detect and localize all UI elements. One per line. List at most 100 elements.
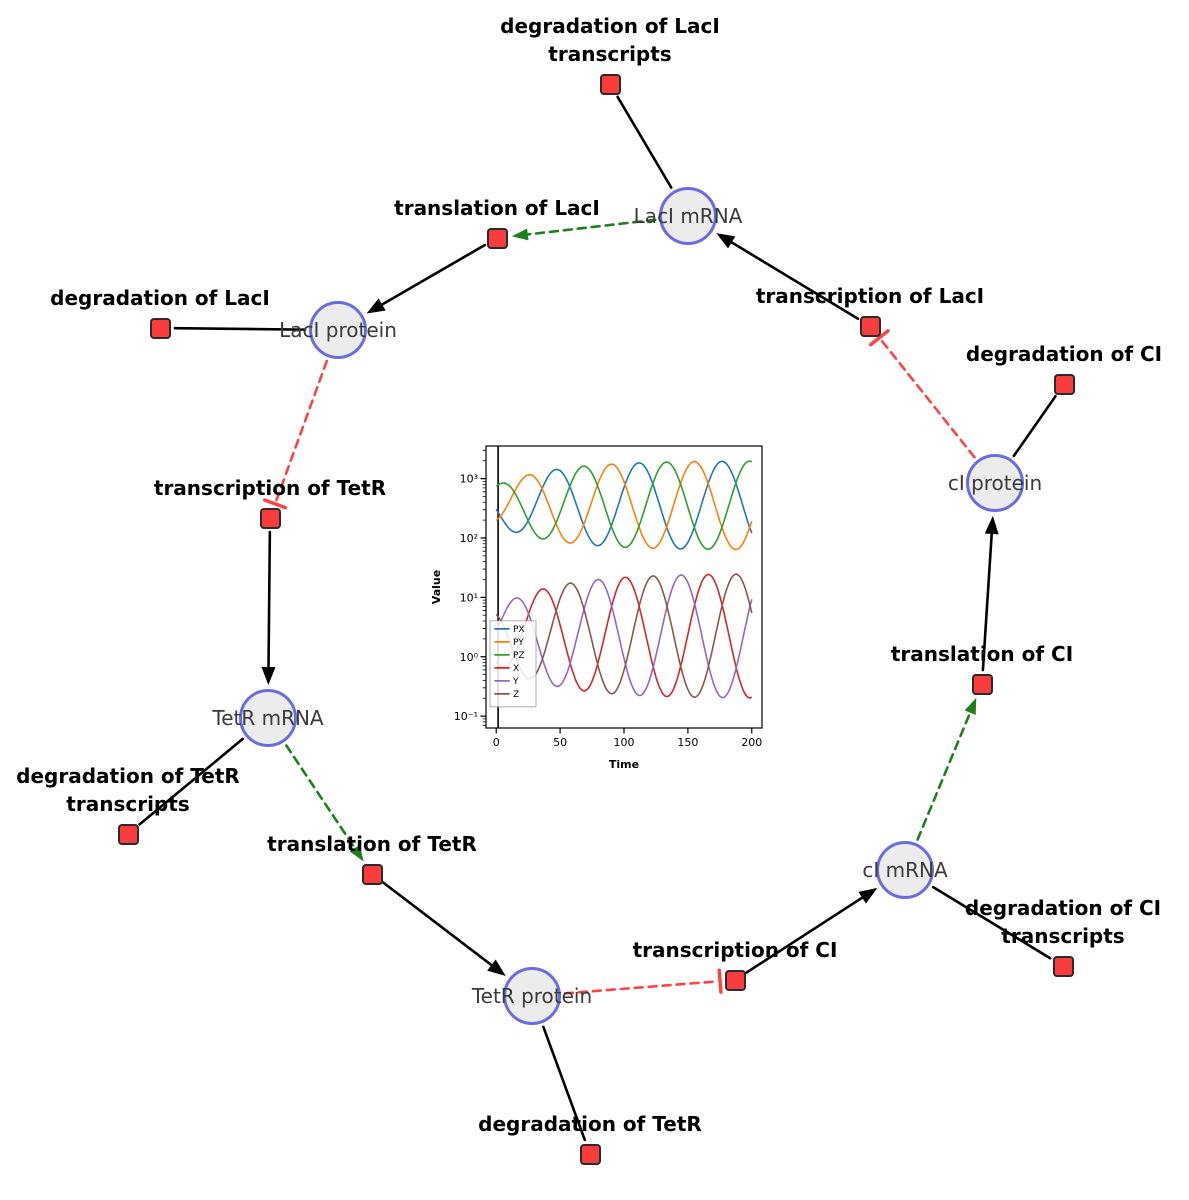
reaction-label-line: degradation of CI — [964, 896, 1162, 920]
species-node-tetR_protein[interactable] — [503, 967, 561, 1025]
species-label-tetR_protein: TetR protein — [471, 984, 593, 1008]
reaction-label-txn_tetR: transcription of TetR — [154, 474, 386, 502]
reaction-label-transl_tetR: translation of TetR — [267, 830, 477, 858]
x-tick-label: 50 — [553, 736, 567, 749]
edge-inhibition-tetR_protein-txn_cI — [563, 968, 723, 995]
reaction-label-deg_cI: degradation of CI — [966, 340, 1162, 368]
y-tick-label: 10⁻¹ — [454, 710, 478, 723]
legend-label-PZ: PZ — [513, 651, 525, 661]
chart-legend — [489, 620, 537, 708]
edge-consumption-cI_protein-deg_cI — [1012, 395, 1057, 458]
inhibition-tbar-icon — [263, 498, 288, 510]
reaction-node-transl_cI[interactable] — [971, 673, 993, 695]
reaction-label-deg_tetR_tx: degradation of TetR transcripts — [16, 762, 240, 818]
reaction-node-transl_lacI[interactable] — [486, 227, 508, 249]
edge-production-txn_tetR-tetR_mRNA — [261, 530, 276, 686]
reaction-node-deg_lacI[interactable] — [149, 317, 171, 339]
modifier-arrowhead-icon — [511, 228, 529, 241]
edge-production-txn_lacI-lacI_mRNA — [716, 233, 860, 321]
legend-label-X: X — [513, 664, 519, 674]
y-tick-label: 10² — [460, 532, 478, 545]
chart-series-PZ — [495, 460, 753, 551]
reaction-label-line: degradation of CI — [965, 342, 1163, 366]
reaction-label-line: translation of LacI — [394, 196, 600, 220]
reaction-label-line: translation of CI — [890, 642, 1074, 666]
edge-production-transl_lacI-lacI_protein — [366, 243, 487, 314]
reaction-label-deg_lacI_tx: degradation of LacI transcripts — [500, 12, 720, 68]
reaction-label-line: transcription of LacI — [755, 284, 985, 308]
x-tick-label: 150 — [677, 736, 698, 749]
arrowhead-icon — [984, 515, 999, 535]
edge-consumption-lacI_mRNA-deg_lacI_tx — [616, 95, 673, 189]
reaction-label-transl_lacI: translation of LacI — [394, 194, 600, 222]
species-label-cI_mRNA: cI mRNA — [862, 858, 948, 882]
reaction-label-line: transcription of TetR — [153, 476, 387, 500]
chart-series-Z — [495, 573, 753, 699]
reaction-label-txn_cI: transcription of CI — [633, 936, 838, 964]
reaction-label-line: degradation of LacI — [500, 14, 720, 38]
x-tick-label: 200 — [741, 736, 762, 749]
reaction-label-line: translation of TetR — [267, 832, 477, 856]
arrowhead-icon — [716, 233, 736, 249]
species-node-lacI_mRNA[interactable] — [659, 187, 717, 245]
chart-series-PX — [495, 460, 753, 550]
edge-inhibition-lacI_protein-txn_tetR — [263, 359, 329, 510]
chart-series-Y — [495, 574, 753, 699]
species-node-cI_protein[interactable] — [966, 454, 1024, 512]
edge-inhibition-cI_protein-txn_lacI — [868, 329, 976, 459]
species-node-tetR_mRNA[interactable] — [239, 689, 297, 747]
x-tick-label: 0 — [493, 736, 500, 749]
edge-production-transl_cI-cI_protein — [981, 515, 999, 672]
modifier-arrowhead-icon — [964, 697, 977, 715]
reaction-node-deg_lacI_tx[interactable] — [599, 73, 621, 95]
arrowhead-icon — [487, 959, 506, 976]
reaction-label-line: transcription of CI — [632, 938, 838, 962]
arrowhead-icon — [366, 298, 386, 314]
species-label-tetR_mRNA: TetR mRNA — [212, 706, 324, 730]
reaction-node-txn_lacI[interactable] — [859, 315, 881, 337]
reaction-label-line: transcripts — [548, 42, 672, 66]
reaction-label-transl_cI: translation of CI — [891, 640, 1073, 668]
modifier-arrowhead-icon — [349, 844, 364, 862]
legend-label-Y: Y — [512, 677, 519, 687]
chart-series-X — [495, 573, 753, 699]
reaction-node-deg_cI_tx[interactable] — [1052, 955, 1074, 977]
arrowhead-icon — [858, 887, 878, 904]
legend-label-PX: PX — [513, 625, 525, 635]
y-tick-label: 10¹ — [460, 591, 478, 604]
reaction-label-line: degradation of TetR — [16, 764, 240, 788]
reaction-label-deg_lacI: degradation of LacI — [50, 284, 270, 312]
inhibition-tbar-icon — [717, 968, 723, 994]
species-label-cI_protein: cI protein — [947, 471, 1043, 495]
reaction-label-line: degradation of TetR — [478, 1112, 702, 1136]
species-label-lacI_protein: LacI protein — [279, 318, 397, 342]
reaction-node-deg_tetR[interactable] — [579, 1143, 601, 1165]
edge-consumption-cI_mRNA-deg_cI_tx — [931, 885, 1052, 960]
x-tick-label: 100 — [614, 736, 635, 749]
chart-series-PY — [495, 460, 753, 551]
edge-consumption-tetR_protein-deg_tetR — [542, 1025, 587, 1142]
edge-modifier-cI_mRNA-transl_cI — [916, 697, 977, 841]
reaction-label-line: transcripts — [66, 792, 190, 816]
y-tick-label: 10⁰ — [460, 651, 479, 664]
species-node-cI_mRNA[interactable] — [876, 841, 934, 899]
edge-consumption-lacI_protein-deg_lacI — [173, 326, 307, 331]
reaction-label-line: transcripts — [1001, 924, 1125, 948]
edge-production-txn_cI-cI_mRNA — [745, 887, 878, 974]
reaction-label-deg_tetR: degradation of TetR — [478, 1110, 702, 1138]
x-axis-label: Time — [609, 758, 639, 771]
edge-production-transl_tetR-tetR_protein — [381, 881, 506, 976]
species-node-lacI_protein[interactable] — [309, 301, 367, 359]
edge-modifier-tetR_mRNA-transl_tetR — [285, 744, 364, 862]
reaction-node-deg_tetR_tx[interactable] — [117, 823, 139, 845]
reaction-node-txn_cI[interactable] — [724, 969, 746, 991]
legend-label-PY: PY — [513, 638, 524, 648]
reaction-node-txn_tetR[interactable] — [259, 507, 281, 529]
reaction-node-transl_tetR[interactable] — [361, 863, 383, 885]
reaction-node-deg_cI[interactable] — [1053, 373, 1075, 395]
reaction-label-deg_cI_tx: degradation of CI transcripts — [965, 894, 1161, 950]
